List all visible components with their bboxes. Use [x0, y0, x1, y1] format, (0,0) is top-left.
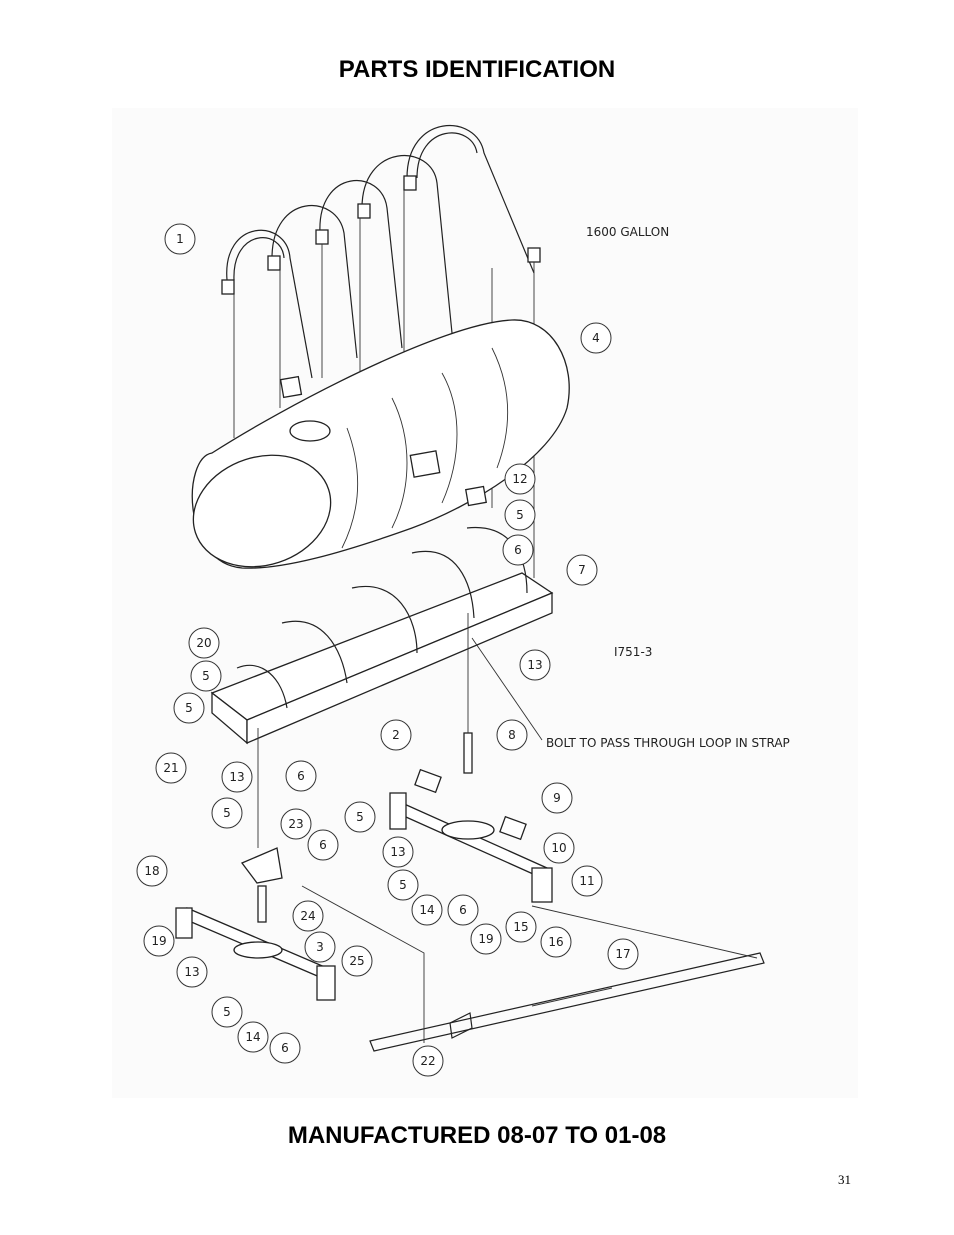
svg-text:25: 25: [349, 954, 364, 968]
rear-axle: [389, 613, 553, 903]
svg-text:1: 1: [176, 232, 184, 246]
drawing-number: I751-3: [614, 645, 652, 659]
callout-bubble: 6: [502, 534, 534, 566]
svg-text:8: 8: [508, 728, 516, 742]
svg-text:5: 5: [399, 878, 407, 892]
svg-text:2: 2: [392, 728, 400, 742]
svg-text:6: 6: [459, 903, 467, 917]
svg-text:15: 15: [513, 920, 528, 934]
callout-bubble: 22: [412, 1045, 444, 1077]
tongue: [301, 885, 765, 1052]
callout-bubble: 7: [566, 554, 598, 586]
capacity-label: 1600 GALLON: [586, 225, 669, 239]
callout-bubble: 5: [344, 801, 376, 833]
callout-bubble: 13: [519, 649, 551, 681]
callout-bubble: 15: [505, 911, 537, 943]
svg-text:19: 19: [151, 934, 166, 948]
callout-bubble: 24: [292, 900, 324, 932]
svg-text:5: 5: [202, 669, 210, 683]
svg-text:22: 22: [420, 1054, 435, 1068]
svg-text:7: 7: [578, 563, 586, 577]
callout-bubble: 16: [540, 926, 572, 958]
svg-text:5: 5: [185, 701, 193, 715]
manufactured-date-range: MANUFACTURED 08-07 TO 01-08: [287, 1122, 667, 1149]
svg-text:12: 12: [512, 472, 527, 486]
frame: [210, 526, 554, 745]
svg-text:20: 20: [196, 636, 211, 650]
svg-text:6: 6: [281, 1041, 289, 1055]
callout-bubble: 19: [470, 923, 502, 955]
svg-text:5: 5: [223, 1005, 231, 1019]
svg-text:21: 21: [163, 761, 178, 775]
svg-text:5: 5: [356, 810, 364, 824]
page-title: PARTS IDENTIFICATION: [338, 56, 616, 83]
tank: [191, 319, 570, 569]
callout-bubble: 20: [188, 627, 220, 659]
svg-text:14: 14: [419, 903, 434, 917]
callout-bubble: 13: [382, 836, 414, 868]
callout-bubble: 6: [269, 1032, 301, 1064]
callout-bubble: 18: [136, 855, 168, 887]
page-number: 31: [838, 1172, 851, 1187]
callout-bubble: 5: [387, 869, 419, 901]
front-axle: [175, 728, 336, 1001]
svg-text:13: 13: [527, 658, 542, 672]
callout-bubble: 14: [237, 1021, 269, 1053]
callout-bubble: 5: [190, 660, 222, 692]
callout-bubble: 5: [211, 996, 243, 1028]
bolt-note: BOLT TO PASS THROUGH LOOP IN STRAP: [546, 736, 790, 750]
callout-bubble: 3: [304, 931, 336, 963]
svg-text:10: 10: [551, 841, 566, 855]
callout-bubble: 5: [504, 499, 536, 531]
svg-text:9: 9: [553, 791, 561, 805]
callout-bubble: 4: [580, 322, 612, 354]
svg-text:18: 18: [144, 864, 159, 878]
callout-bubble: 13: [221, 761, 253, 793]
callout-bubble: 6: [285, 760, 317, 792]
svg-text:19: 19: [478, 932, 493, 946]
callout-bubble: 11: [571, 865, 603, 897]
svg-text:24: 24: [300, 909, 315, 923]
callout-bubble: 23: [280, 808, 312, 840]
tank-straps: [221, 124, 541, 379]
callout-bubble: 6: [307, 829, 339, 861]
svg-text:6: 6: [297, 769, 305, 783]
parts-diagram: 1600 GALLON I751-3 BOLT TO PASS THROUGH …: [112, 108, 858, 1098]
svg-text:13: 13: [229, 770, 244, 784]
svg-text:14: 14: [245, 1030, 260, 1044]
svg-text:5: 5: [223, 806, 231, 820]
callout-bubble: 19: [143, 925, 175, 957]
callout-bubble: 13: [176, 956, 208, 988]
callout-bubble: 17: [607, 938, 639, 970]
callout-bubble: 14: [411, 894, 443, 926]
svg-text:17: 17: [615, 947, 630, 961]
svg-text:6: 6: [319, 838, 327, 852]
svg-text:6: 6: [514, 543, 522, 557]
svg-text:23: 23: [288, 817, 303, 831]
callout-bubble: 9: [541, 782, 573, 814]
callout-bubble: 1: [164, 223, 196, 255]
callout-bubble: 25: [341, 945, 373, 977]
callout-bubble: 10: [543, 832, 575, 864]
svg-text:5: 5: [516, 508, 524, 522]
callout-bubble: 5: [211, 797, 243, 829]
callout-bubble: 2: [380, 719, 412, 751]
svg-text:16: 16: [548, 935, 563, 949]
svg-text:3: 3: [316, 940, 324, 954]
callout-bubble: 21: [155, 752, 187, 784]
callout-bubble: 12: [504, 463, 536, 495]
exploded-view-drawing: 1600 GALLON I751-3 BOLT TO PASS THROUGH …: [136, 124, 790, 1077]
svg-text:13: 13: [184, 965, 199, 979]
callout-bubble: 5: [173, 692, 205, 724]
callout-bubble: 6: [447, 894, 479, 926]
svg-text:13: 13: [390, 845, 405, 859]
svg-text:11: 11: [579, 874, 594, 888]
svg-text:4: 4: [592, 331, 600, 345]
callout-bubble: 8: [496, 719, 528, 751]
